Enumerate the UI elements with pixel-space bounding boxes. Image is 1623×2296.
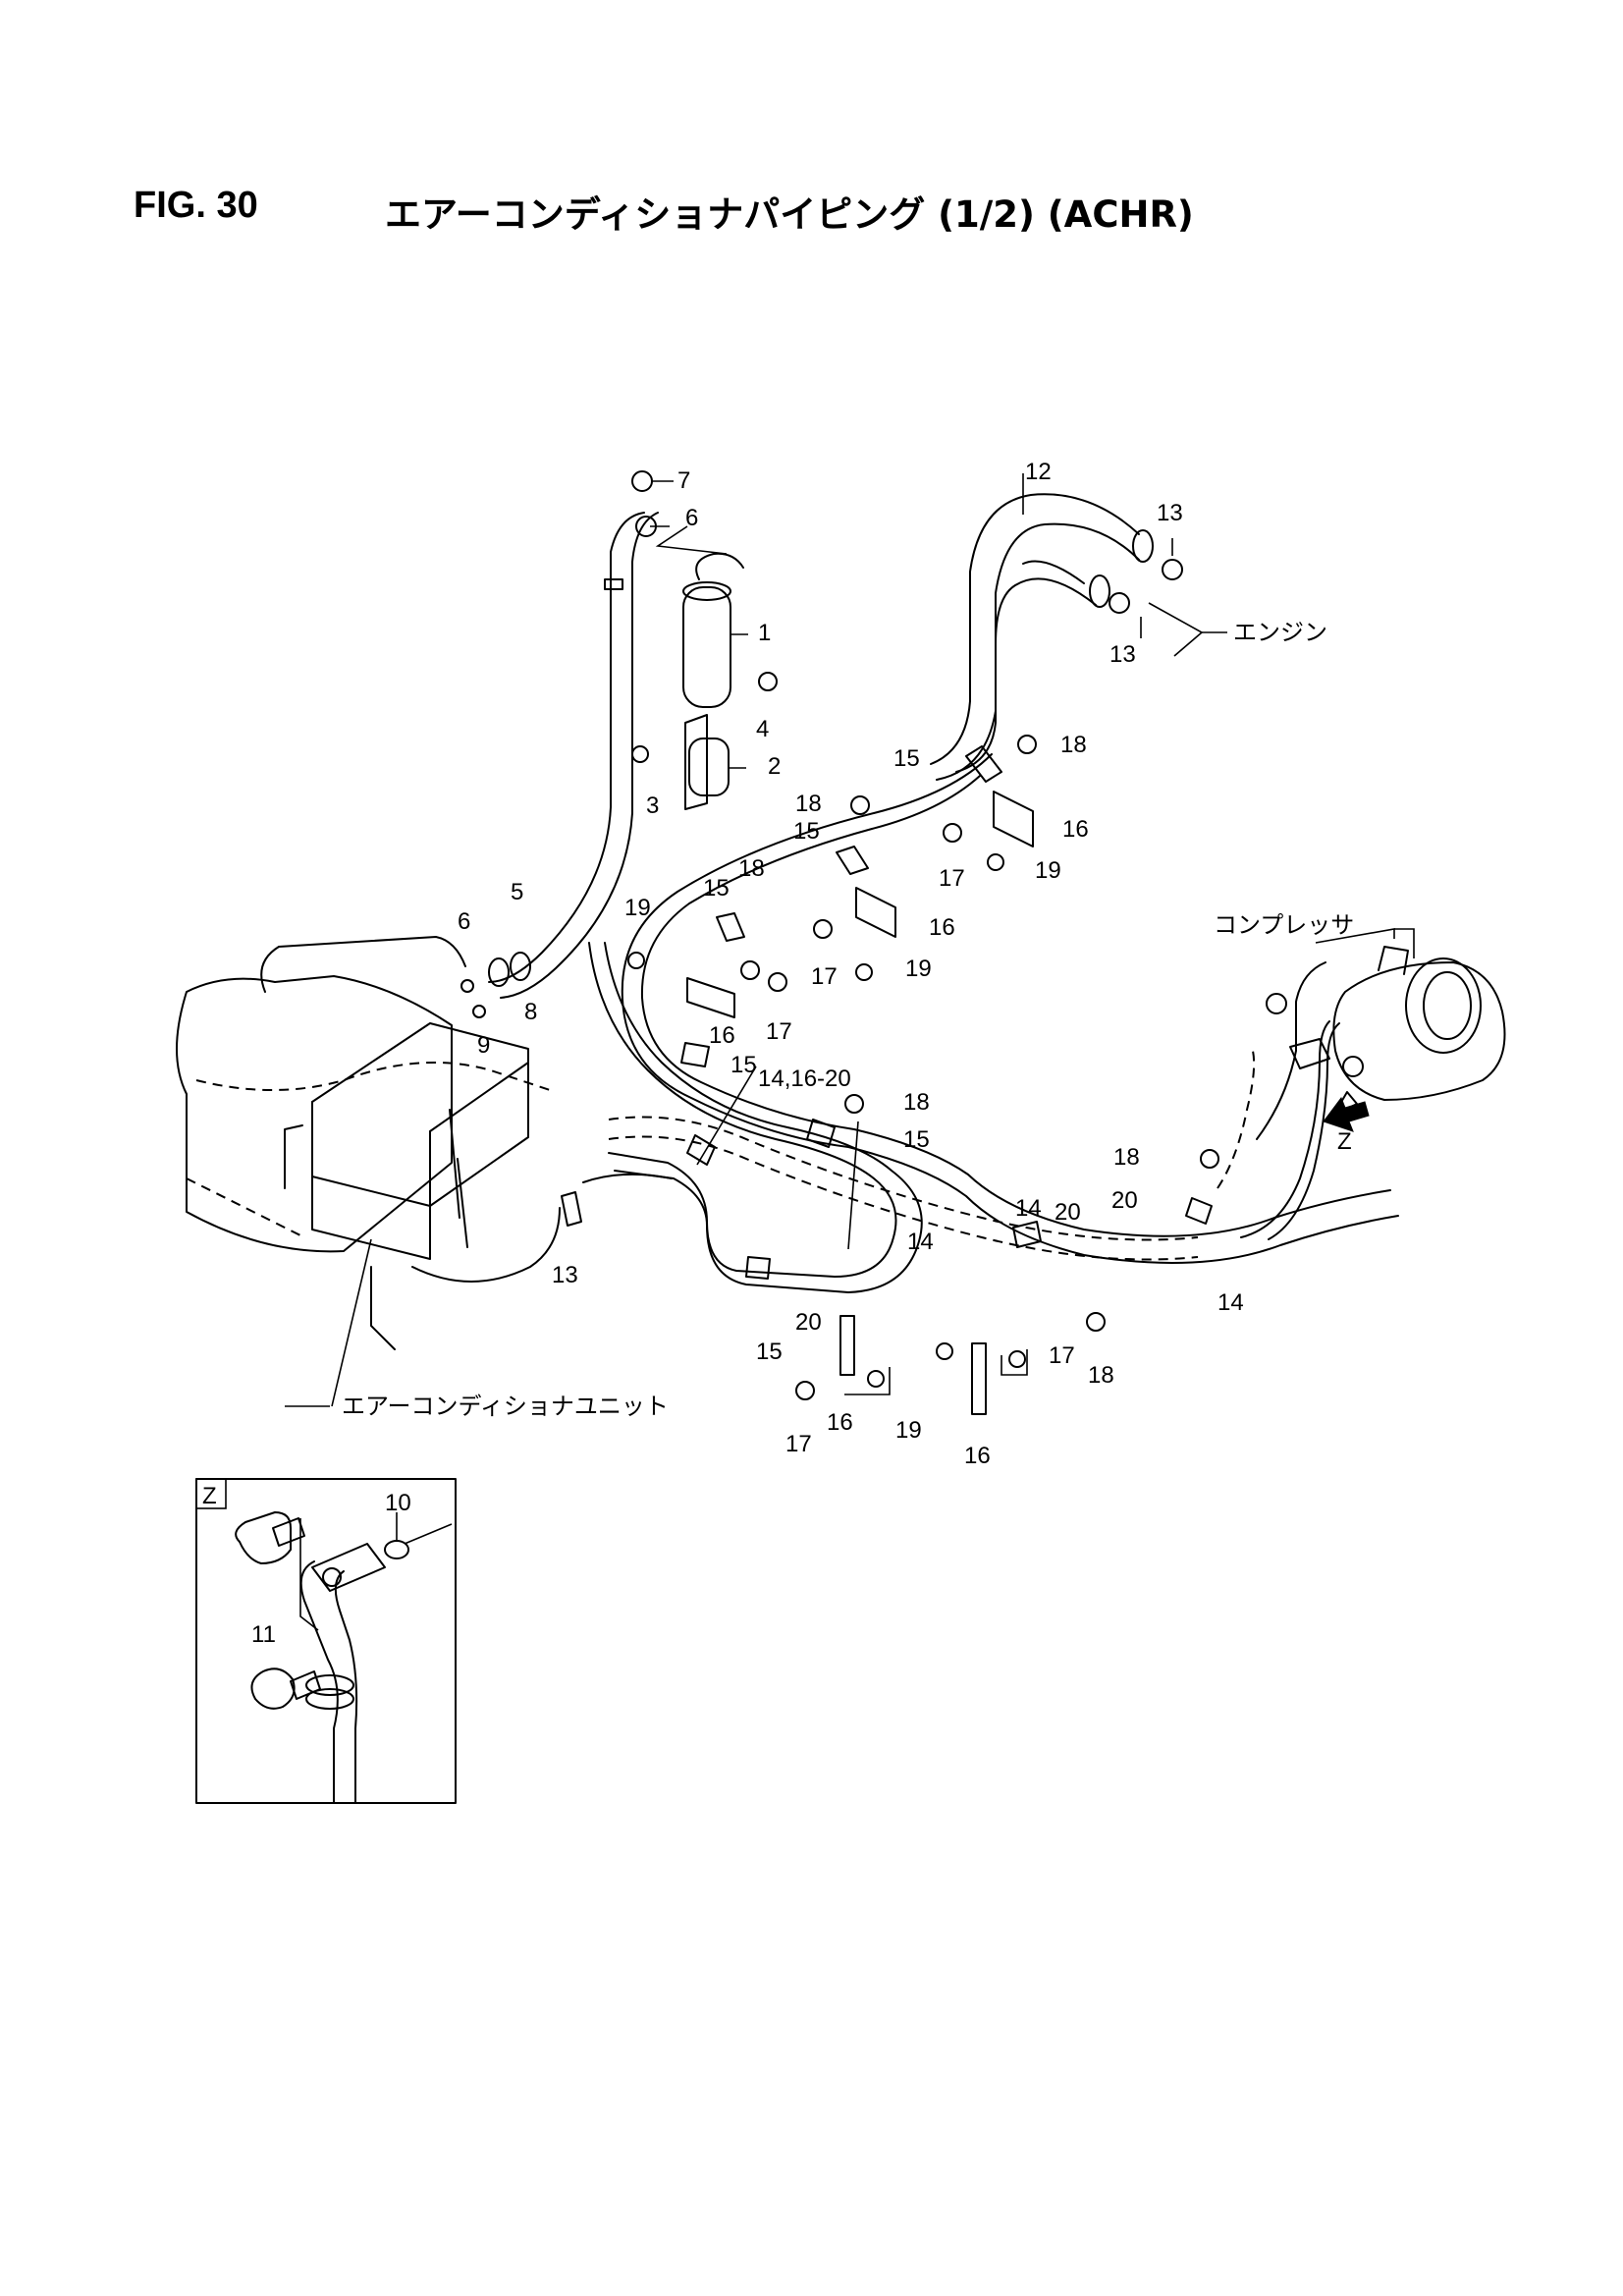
callout-20-c: 20 <box>795 1309 822 1336</box>
callout-11: 11 <box>251 1621 276 1648</box>
compressor <box>1266 946 1506 1117</box>
callout-4: 4 <box>756 716 769 742</box>
callout-17-b: 17 <box>811 963 838 990</box>
callout-12: 12 <box>1025 459 1052 485</box>
figure-number: FIG. 30 <box>134 185 258 226</box>
callout-14-c: 14 <box>1217 1289 1244 1316</box>
callout-19-c: 19 <box>905 956 932 982</box>
receiver-dryer <box>631 552 778 810</box>
callout-15-c: 15 <box>703 875 730 902</box>
callout-19-d: 19 <box>895 1417 922 1444</box>
figure-header: FIG. 30 エアーコンディショナパイピング (1/2) (ACHR) <box>134 185 1508 244</box>
callout-18-f: 18 <box>1088 1362 1114 1389</box>
callout-15-d: 15 <box>730 1052 757 1078</box>
callout-18-a: 18 <box>1060 732 1087 758</box>
callout-13-bottom: 13 <box>552 1262 578 1288</box>
callout-20-a: 20 <box>1111 1187 1138 1214</box>
callout-18-c: 18 <box>738 855 765 882</box>
callout-2: 2 <box>768 753 781 780</box>
callout-6-left: 6 <box>458 908 470 935</box>
callout-14-a: 14 <box>1015 1195 1042 1222</box>
callout-numbers: 7 6 1 4 2 3 12 13 13 15 18 18 15 16 17 1… <box>458 459 1244 1469</box>
callout-19-b: 19 <box>624 895 651 921</box>
callout-13-mid: 13 <box>1109 641 1136 668</box>
ac-unit <box>176 936 561 1350</box>
callout-10: 10 <box>385 1490 411 1516</box>
callout-8: 8 <box>524 999 537 1025</box>
component-labels: エンジン コンプレッサ エアーコンディショナユニット Z <box>342 619 1354 1420</box>
callout-20-b: 20 <box>1055 1199 1081 1226</box>
brackets <box>686 791 1034 1415</box>
engine-pipes <box>930 493 1183 781</box>
callout-16-b: 16 <box>929 914 955 941</box>
callout-17-a: 17 <box>939 865 965 892</box>
main-pipes <box>588 753 1399 1293</box>
compressor-label: コンプレッサ <box>1214 911 1354 939</box>
callout-17-c: 17 <box>766 1018 792 1045</box>
callout-15-b: 15 <box>793 818 820 845</box>
ac-unit-label: エアーコンディショナユニット <box>342 1393 669 1420</box>
detail-view-label: Z <box>202 1483 217 1509</box>
callout-19-a: 19 <box>1035 857 1061 884</box>
callout-15-f: 15 <box>756 1339 783 1365</box>
callout-16-d: 16 <box>827 1409 853 1436</box>
callout-14-b: 14 <box>907 1229 934 1255</box>
callout-9: 9 <box>477 1032 490 1059</box>
callout-3: 3 <box>646 793 659 819</box>
callout-17-e: 17 <box>785 1431 812 1457</box>
callout-13-top: 13 <box>1157 500 1183 526</box>
callout-16-c: 16 <box>709 1022 735 1049</box>
callout-6-top: 6 <box>685 505 698 531</box>
callout-5: 5 <box>511 879 523 905</box>
view-arrow-icon <box>1323 1096 1370 1132</box>
callout-15-a: 15 <box>893 745 920 772</box>
figure-title: エアーコンディショナパイピング (1/2) (ACHR) <box>385 193 1194 236</box>
callout-17-d: 17 <box>1049 1342 1075 1369</box>
callout-1: 1 <box>758 620 771 646</box>
callout-15-e: 15 <box>903 1126 930 1153</box>
callout-7: 7 <box>677 467 690 494</box>
unit-connectors <box>460 952 673 1227</box>
callout-18-b: 18 <box>795 791 822 817</box>
pipe-clamps <box>680 745 1213 1280</box>
fasteners <box>627 735 1219 1400</box>
leader-lines <box>285 473 1415 1407</box>
engine-label: エンジン <box>1233 619 1327 646</box>
detail-view-z: Z 10 11 <box>195 1478 457 1804</box>
callout-18-d: 18 <box>903 1089 930 1116</box>
callout-16-a: 16 <box>1062 816 1089 843</box>
callout-14-range: 14,16-20 <box>758 1066 851 1092</box>
callout-16-e: 16 <box>964 1443 991 1469</box>
callout-18-e: 18 <box>1113 1144 1140 1171</box>
view-arrow-label: Z <box>1337 1128 1352 1155</box>
